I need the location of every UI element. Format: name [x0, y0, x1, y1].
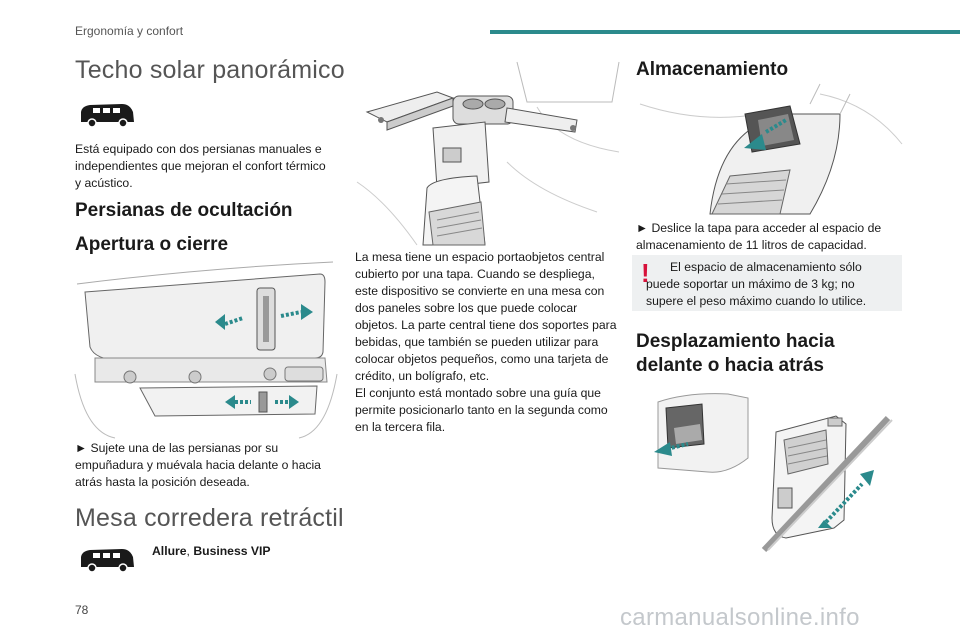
warning-box — [632, 255, 902, 311]
title-mesa: Mesa corredera retráctil — [75, 504, 344, 532]
watermark: carmanualsonline.info — [620, 604, 860, 631]
header-accent-bar — [490, 30, 960, 34]
step-almacenamiento: ► Deslice la tapa para acceder al espaci… — [636, 221, 882, 252]
sunroof-blinds-illustration — [74, 261, 338, 439]
heading-apertura: Apertura o cierre — [75, 234, 229, 255]
title-techo-solar: Techo solar panorámico — [75, 56, 345, 84]
intro-text: Está equipado con dos persianas manuales… — [75, 142, 326, 190]
sliding-table-illustration — [356, 61, 620, 246]
heading-desplazamiento: Desplazamiento hacia delante o hacia atr… — [636, 331, 835, 376]
versions-text: Allure, Business VIP — [152, 543, 271, 560]
mesa-description: La mesa tiene un espacio portaobjetos ce… — [355, 250, 617, 434]
heading-persianas: Persianas de ocultación — [75, 200, 293, 221]
warning-text: El espacio de almacenamiento sólo puede … — [646, 260, 867, 308]
version-business-vip: Business VIP — [193, 544, 271, 558]
version-separator: , — [186, 544, 194, 558]
storage-illustration — [639, 83, 903, 215]
version-allure: Allure — [152, 544, 187, 558]
heading-almacenamiento: Almacenamiento — [636, 59, 789, 80]
vehicle-icon — [81, 549, 134, 573]
section-header: Ergonomía y confort — [75, 24, 184, 38]
table-slide-illustration — [654, 393, 893, 553]
step-persianas: ► Sujete una de las persianas por su emp… — [75, 441, 321, 489]
page-number: 78 — [75, 603, 89, 617]
vehicle-icon — [81, 104, 134, 128]
warning-icon: ! — [641, 258, 650, 288]
